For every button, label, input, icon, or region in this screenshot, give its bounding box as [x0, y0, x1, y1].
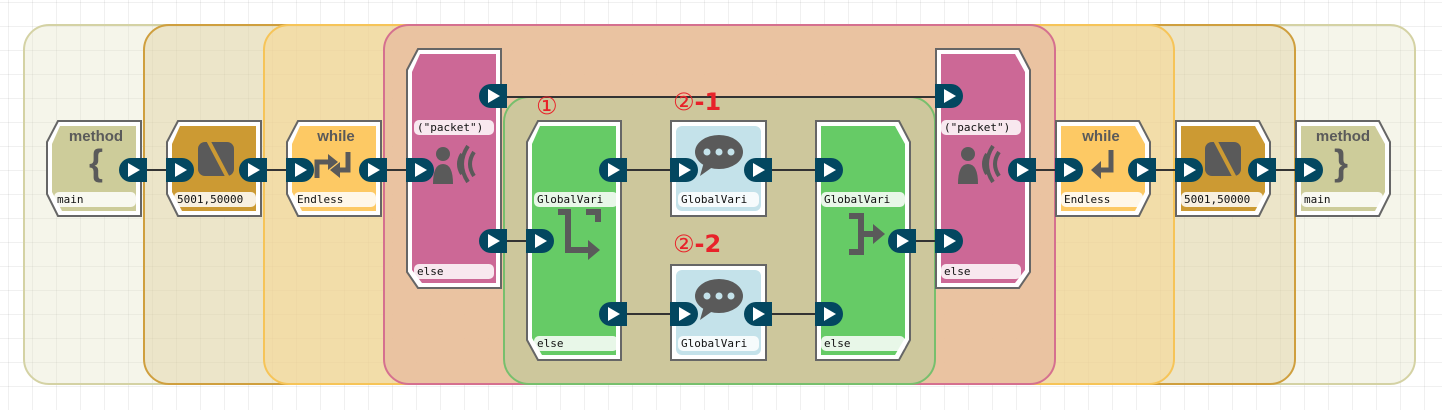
annotation-2-1: ②-1 — [673, 90, 721, 114]
receive-start-label-bottom: else — [414, 264, 494, 279]
input-port[interactable] — [1175, 158, 1203, 182]
input-port[interactable] — [1295, 158, 1323, 182]
output-port[interactable] — [239, 158, 267, 182]
receive-end-label-bottom: else — [941, 264, 1021, 279]
input-port[interactable] — [935, 229, 963, 253]
message-1-label: GlobalVari — [678, 192, 759, 207]
branch-start-label-bottom: else — [534, 336, 618, 351]
while-end-block[interactable]: while Endless — [1055, 120, 1151, 217]
branch-start-block[interactable]: GlobalVari else — [526, 120, 622, 361]
wire — [620, 169, 675, 171]
output-port[interactable] — [599, 158, 627, 182]
output-port[interactable] — [119, 158, 147, 182]
branch-end-label-bottom: else — [821, 336, 905, 351]
loop-start-block[interactable]: 5001,50000 — [166, 120, 262, 217]
receive-start-label-top: ("packet") — [414, 120, 494, 135]
output-port[interactable] — [744, 302, 772, 326]
while-end-title: while — [1082, 128, 1120, 145]
receive-end-label-top: ("packet") — [941, 120, 1021, 135]
annotation-1-number: ① — [536, 92, 558, 120]
branch-merge-icon — [849, 213, 885, 255]
wire — [1150, 169, 1180, 171]
input-port[interactable] — [166, 158, 194, 182]
loop-end-label: 5001,50000 — [1181, 192, 1263, 207]
loop-arrows-icon — [314, 152, 351, 178]
input-port[interactable] — [1055, 158, 1083, 182]
wire — [1030, 169, 1060, 171]
wire — [500, 240, 530, 242]
annotation-2-1-suffix: -1 — [694, 88, 722, 116]
loop-slash-icon — [198, 142, 234, 176]
method-end-title: method — [1315, 128, 1371, 145]
input-port[interactable] — [815, 302, 843, 326]
branch-end-label-mid: GlobalVari — [821, 192, 905, 207]
input-port[interactable] — [406, 158, 434, 182]
method-start-title: method — [68, 128, 124, 145]
loop-end-block[interactable]: 5001,50000 — [1175, 120, 1271, 217]
output-port[interactable] — [599, 302, 627, 326]
method-end-block[interactable]: method } main — [1295, 120, 1391, 217]
receive-end-block[interactable]: ("packet") else — [935, 48, 1031, 289]
receive-start-block[interactable]: ("packet") else — [406, 48, 502, 289]
person-signal-icon — [433, 144, 476, 184]
annotation-2-2-number: ② — [673, 230, 695, 258]
while-start-title: while — [317, 128, 355, 145]
while-end-label: Endless — [1061, 192, 1143, 207]
branch-start-label-mid: GlobalVari — [534, 192, 618, 207]
input-port[interactable] — [935, 84, 963, 108]
message-2-label: GlobalVari — [678, 336, 759, 351]
while-start-label: Endless — [294, 192, 376, 207]
wire — [765, 313, 820, 315]
wire — [380, 169, 410, 171]
input-port[interactable] — [815, 158, 843, 182]
annotation-2-2: ②-2 — [673, 232, 721, 256]
wire — [140, 169, 170, 171]
annotation-2-1-number: ② — [673, 88, 695, 116]
input-port[interactable] — [286, 158, 314, 182]
return-arrow-icon — [1091, 150, 1114, 179]
chat-bubble-icon — [695, 135, 743, 176]
output-port[interactable] — [479, 229, 507, 253]
branch-split-icon — [558, 209, 601, 260]
wire — [500, 96, 940, 98]
person-signal-icon — [958, 144, 1001, 184]
wire — [910, 240, 940, 242]
annotation-1: ① — [536, 94, 558, 118]
output-port[interactable] — [1128, 158, 1156, 182]
output-port[interactable] — [1008, 158, 1036, 182]
input-port[interactable] — [670, 302, 698, 326]
method-end-label: main — [1301, 192, 1383, 207]
annotation-2-2-suffix: -2 — [694, 230, 722, 258]
wire — [620, 313, 675, 315]
wire — [1270, 169, 1300, 171]
open-brace-icon: { — [88, 142, 103, 183]
method-start-block[interactable]: method { main — [46, 120, 142, 217]
loop-start-label: 5001,50000 — [174, 192, 256, 207]
output-port[interactable] — [359, 158, 387, 182]
output-port[interactable] — [744, 158, 772, 182]
wire — [765, 169, 820, 171]
message-block-1[interactable]: GlobalVari — [670, 120, 767, 217]
close-brace-icon: } — [1333, 142, 1348, 183]
branch-end-block[interactable]: GlobalVari else — [815, 120, 911, 361]
loop-slash-icon — [1205, 142, 1241, 176]
while-start-block[interactable]: while Endless — [286, 120, 382, 217]
method-start-label: main — [54, 192, 136, 207]
output-port[interactable] — [479, 84, 507, 108]
wire — [260, 169, 290, 171]
output-port[interactable] — [888, 229, 916, 253]
output-port[interactable] — [1248, 158, 1276, 182]
input-port[interactable] — [526, 229, 554, 253]
chat-bubble-icon — [695, 279, 743, 320]
input-port[interactable] — [670, 158, 698, 182]
